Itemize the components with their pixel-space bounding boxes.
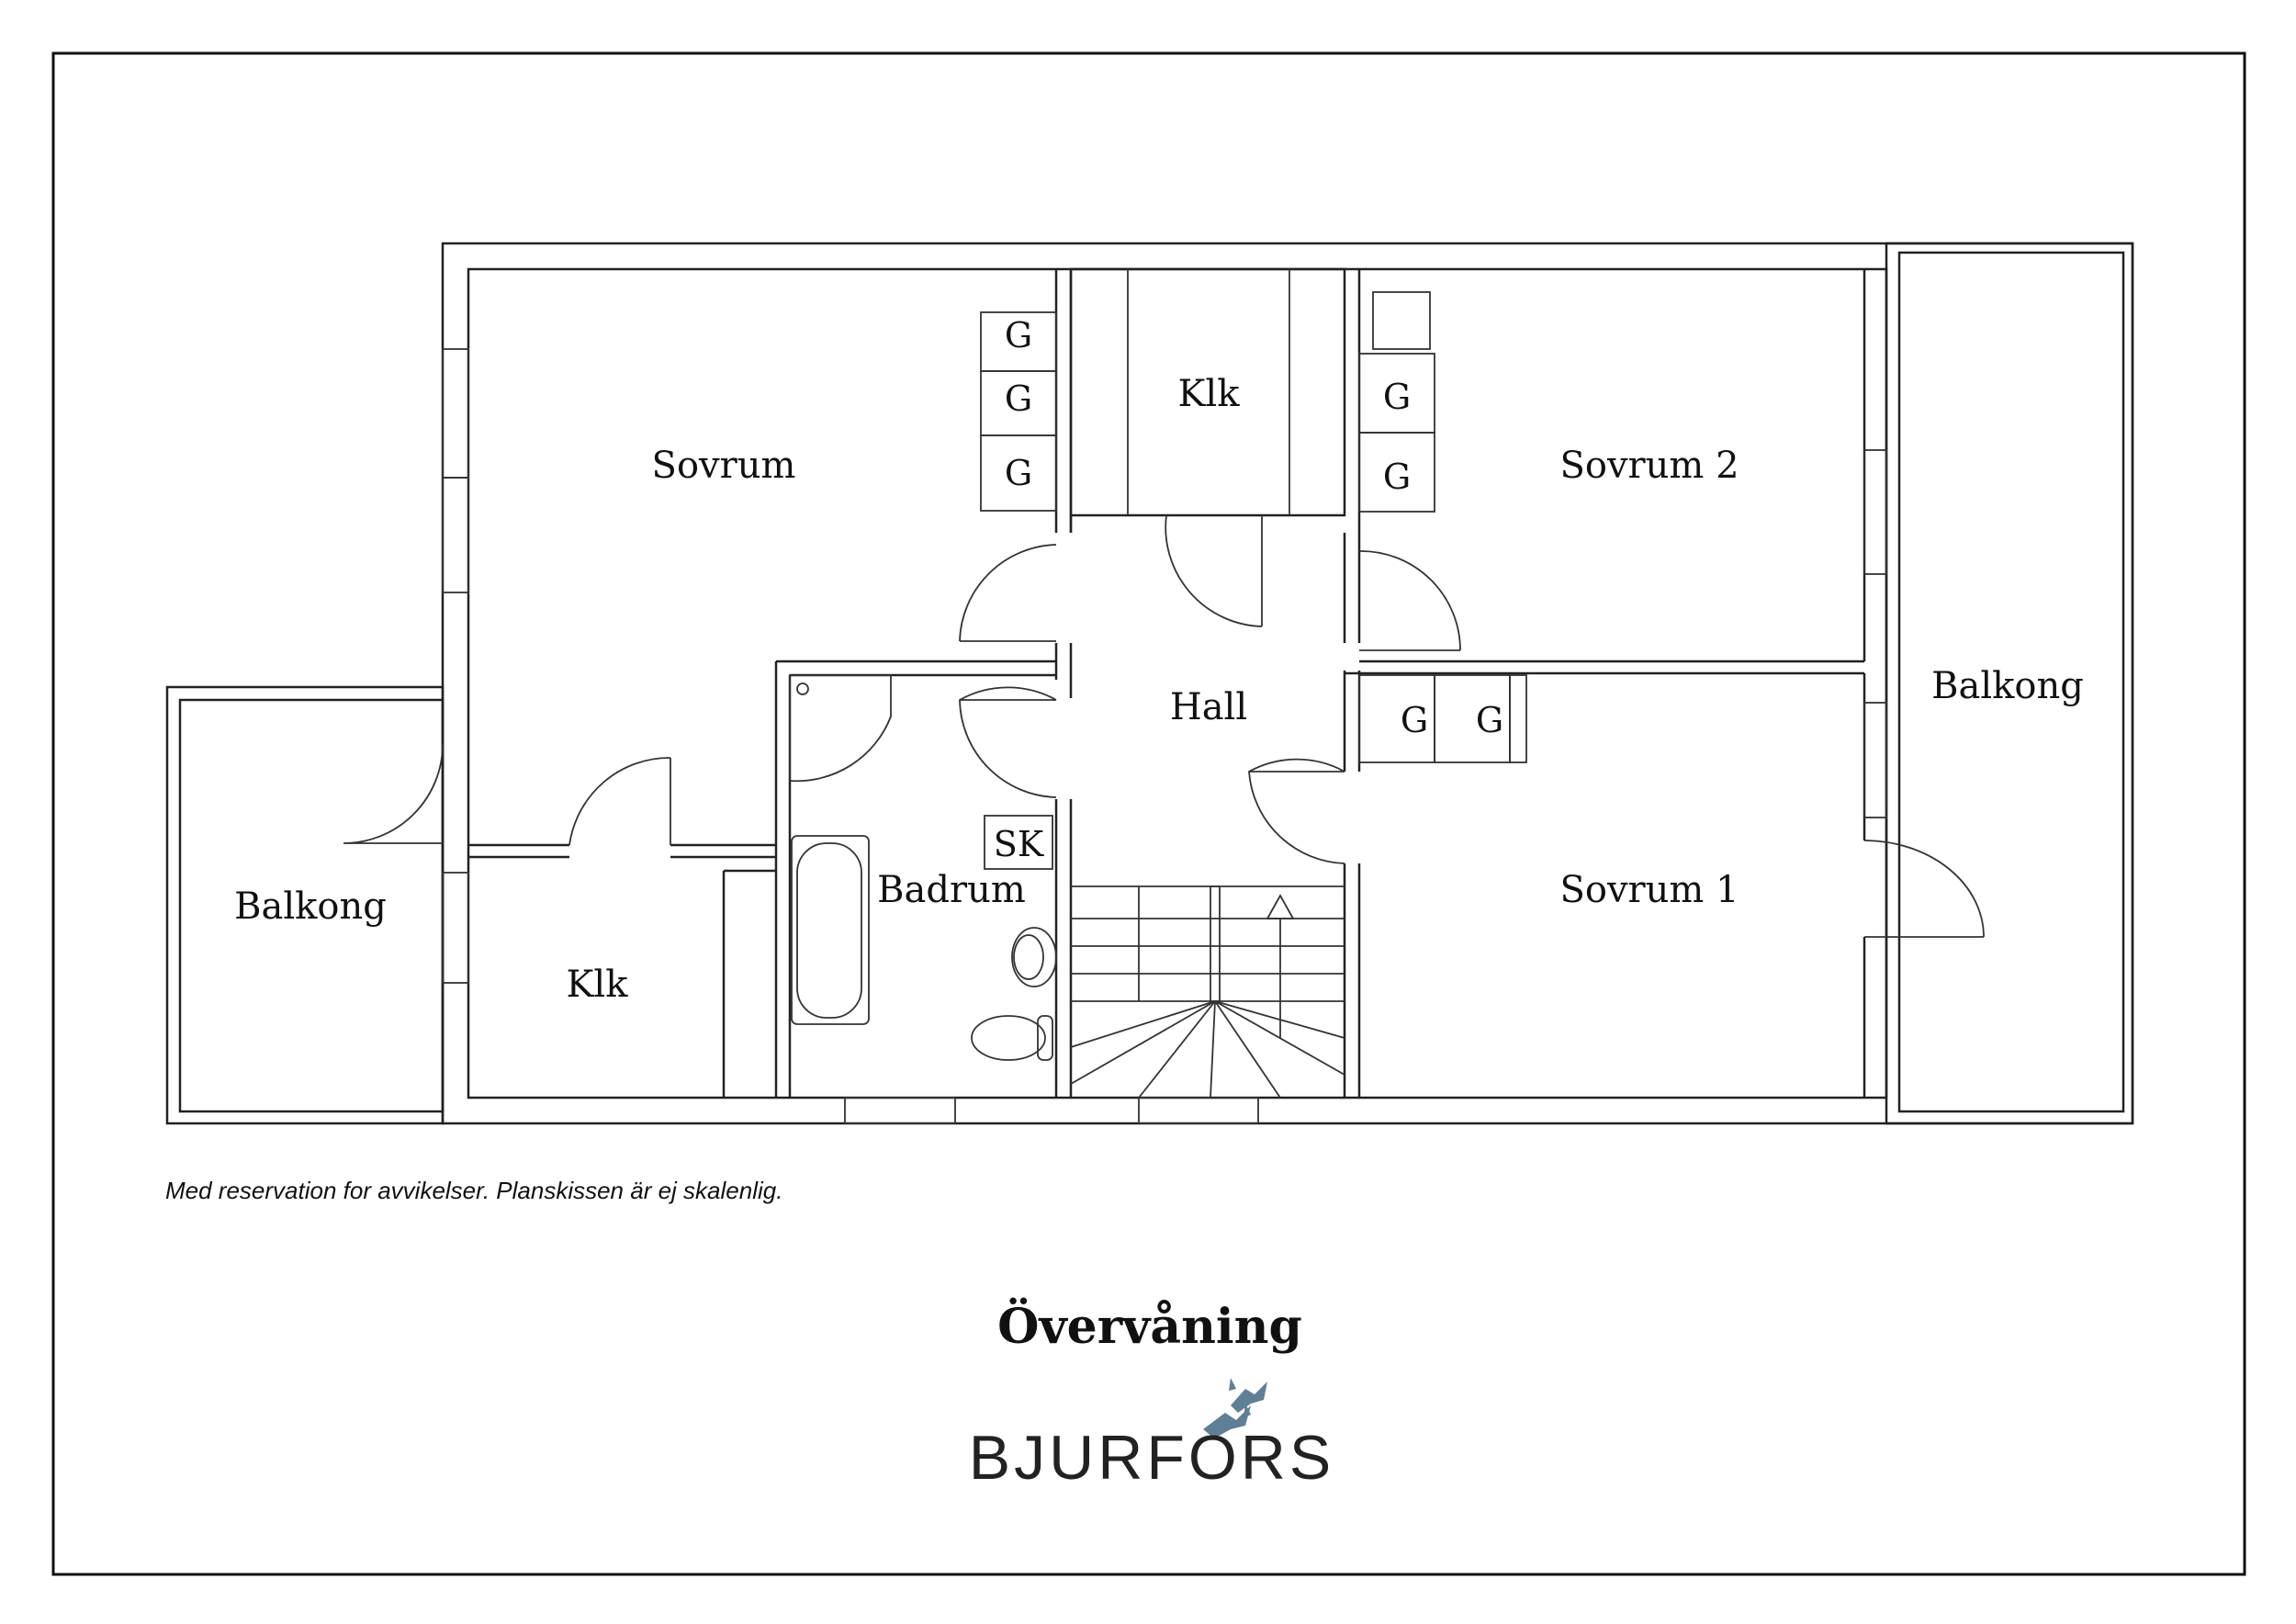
doors [343, 514, 1985, 938]
sink-icon [1011, 927, 1057, 987]
wardrobe-label: G [1476, 700, 1503, 740]
shower-icon [789, 674, 892, 783]
brand-wordmark: BJURFORS [969, 1423, 1334, 1493]
page-frame [51, 51, 2246, 1576]
balcony-right [1885, 242, 2134, 1125]
wardrobe-label: G [1005, 378, 1032, 419]
wardrobes [980, 291, 1527, 870]
room-label-sovrum: Sovrum [652, 445, 796, 487]
disclaimer-note: Med reservation for avvikelser. Planskis… [165, 1177, 782, 1204]
sink-cabinet-label: SK [994, 824, 1044, 864]
room-label-balkong-right: Balkong [1931, 665, 2084, 707]
room-label-balkong-left: Balkong [234, 885, 387, 928]
room-label-klk-top: Klk [1178, 373, 1241, 415]
room-label-klk-bottom: Klk [567, 964, 629, 1006]
wardrobe-label: G [1005, 315, 1032, 355]
floor-title: Övervåning [997, 1298, 1302, 1355]
bathroom-fixtures [789, 674, 1057, 1061]
room-label-hall: Hall [1170, 686, 1247, 728]
room-label-badrum: Badrum [877, 869, 1026, 911]
staircase [1070, 885, 1345, 1099]
birds-logo-icon [1203, 1378, 1267, 1438]
shower-head-icon [796, 682, 809, 695]
room-label-sovrum-1: Sovrum 1 [1559, 869, 1739, 911]
exterior-walls [441, 242, 2134, 1125]
room-label-sovrum-2: Sovrum 2 [1559, 445, 1739, 487]
bathtub-icon [791, 835, 870, 1025]
wardrobe-label: G [1383, 457, 1411, 497]
windows [442, 348, 1887, 1124]
stair-direction-arrow-icon [1266, 894, 1295, 919]
wardrobe-label: G [1401, 700, 1428, 740]
wardrobe-label: G [1383, 377, 1411, 417]
toilet-icon [971, 1015, 1046, 1061]
wardrobe-label: G [1005, 453, 1032, 493]
